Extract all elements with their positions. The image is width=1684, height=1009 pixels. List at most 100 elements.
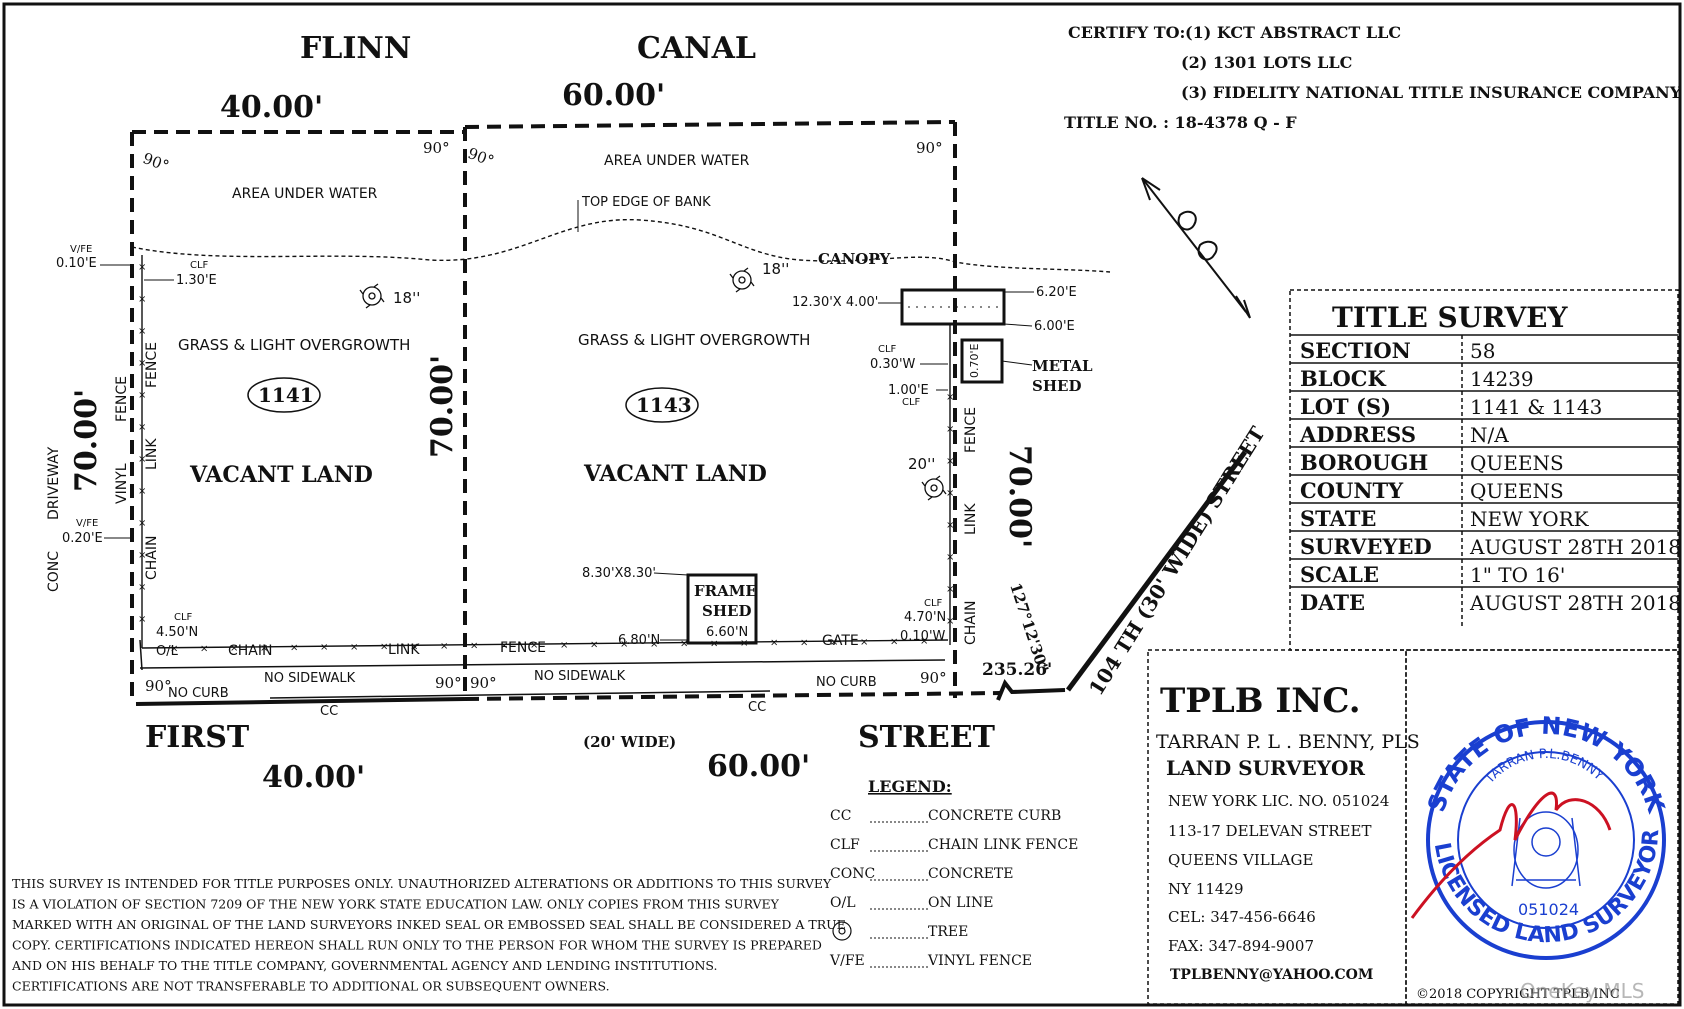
fence-mark: × bbox=[530, 640, 538, 651]
fence-mark: × bbox=[138, 614, 146, 625]
on-line-label: O/L bbox=[156, 644, 179, 659]
site-features: TOP EDGE OF BANK CANOPY 12.30'X 4.00' 6.… bbox=[46, 195, 1093, 719]
fence-mark: × bbox=[800, 637, 808, 648]
title-survey-heading: TITLE SURVEY bbox=[1332, 301, 1569, 334]
fence-mark: × bbox=[200, 643, 208, 654]
clf-030w: 0.30'W bbox=[870, 357, 916, 372]
corner-se-1141: 90° bbox=[435, 674, 462, 692]
no-sidewalk-right: NO SIDEWALK bbox=[534, 669, 626, 684]
fence-mark: × bbox=[470, 641, 478, 652]
canopy-outline bbox=[900, 288, 1006, 326]
fence-mark: × bbox=[380, 642, 388, 653]
watermark: OneKey MLS bbox=[1520, 979, 1644, 1003]
lot-1143-number: 1143 bbox=[636, 393, 692, 417]
fence-fence-label: FENCE bbox=[500, 640, 546, 656]
copyright: ©2018 COPYRIGHT TPLB INC bbox=[1416, 987, 1620, 1002]
legend-title: LEGEND: bbox=[868, 777, 952, 796]
corner-sw-1143: 90° bbox=[470, 674, 497, 692]
frame-shed-size: 8.30'X8.30' bbox=[582, 566, 656, 581]
corner-angles: 90° 90° 90° 90° 90° 90° 90° 90° bbox=[140, 139, 946, 695]
corner-nw-1143: 90° bbox=[465, 144, 496, 170]
firm-address-3: NY 11429 bbox=[1168, 880, 1244, 898]
disclaimer-line: CERTIFICATIONS ARE NOT TRANSFERABLE TO A… bbox=[12, 979, 610, 994]
fence-mark: × bbox=[138, 486, 146, 497]
certify-line-2: (2) 1301 LOTS LLC bbox=[1181, 53, 1352, 72]
fence-mark: × bbox=[260, 643, 268, 654]
top-bank-label: TOP EDGE OF BANK bbox=[581, 195, 711, 210]
fence-mark: × bbox=[138, 422, 146, 433]
fence-mark: × bbox=[410, 641, 418, 652]
canopy-e1: 6.20'E bbox=[1036, 285, 1077, 300]
firm-email: TPLBENNY@YAHOO.COM bbox=[1170, 967, 1373, 983]
firm-fax: FAX: 347-894-9007 bbox=[1168, 937, 1314, 955]
vfe-top-label: V/FE bbox=[70, 244, 92, 255]
certify-block: CERTIFY TO: (1) KCT ABSTRACT LLC (2) 130… bbox=[1064, 23, 1682, 132]
dim-distance: 235.26' bbox=[982, 660, 1052, 680]
ts-key: DATE bbox=[1300, 590, 1365, 615]
canopy-e2: 6.00'E bbox=[1034, 319, 1075, 334]
fence-mark: × bbox=[890, 637, 898, 648]
cc-left: CC bbox=[320, 704, 338, 719]
fence-mark: × bbox=[138, 294, 146, 305]
seal-emblem-icon bbox=[1511, 811, 1581, 889]
corner-nw-1141: 90° bbox=[140, 149, 171, 175]
fence-mark: × bbox=[138, 390, 146, 401]
signature-mark bbox=[1410, 791, 1612, 919]
disclaimer-line: THIS SURVEY IS INTENDED FOR TITLE PURPOS… bbox=[12, 876, 832, 891]
fence-mark: × bbox=[946, 424, 954, 435]
vfe-top-value: 0.10'E bbox=[56, 256, 97, 271]
dim-right: 70.00' bbox=[1002, 445, 1037, 548]
link-label-left: LINK bbox=[144, 438, 160, 470]
conc-label: CONC bbox=[46, 551, 62, 592]
firm-cel: CEL: 347-456-6646 bbox=[1168, 908, 1316, 926]
firm-address-1: 113-17 DELEVAN STREET bbox=[1168, 822, 1371, 840]
ts-value: NEW YORK bbox=[1470, 507, 1590, 531]
ts-key: BOROUGH bbox=[1300, 450, 1428, 475]
vfe-mid-label: V/FE bbox=[76, 518, 98, 529]
firm-surveyor: TARRAN P. L . BENNY, PLS bbox=[1156, 731, 1420, 753]
street-104th: 104 TH (30' WIDE) STREET bbox=[1084, 422, 1270, 699]
fence-mark: × bbox=[650, 639, 658, 650]
fence-mark: × bbox=[560, 640, 568, 651]
legend-key: O/L bbox=[830, 895, 856, 911]
firm-role: LAND SURVEYOR bbox=[1166, 756, 1365, 780]
fence-mark: × bbox=[290, 643, 298, 654]
no-sidewalk-left: NO SIDEWALK bbox=[264, 671, 356, 686]
ts-key: COUNTY bbox=[1300, 478, 1404, 503]
ts-key: SURVEYED bbox=[1300, 534, 1432, 559]
gate-label: GATE bbox=[822, 633, 859, 649]
title-number: TITLE NO. : 18-4378 Q - F bbox=[1064, 113, 1297, 132]
lot-1141-number-oval bbox=[247, 377, 321, 413]
dim-top-left: 40.00' bbox=[220, 90, 323, 125]
canopy-size: 12.30'X 4.00' bbox=[792, 295, 878, 310]
corner-ne-1143: 90° bbox=[916, 139, 943, 157]
ts-key: STATE bbox=[1300, 506, 1376, 531]
link-label-right: LINK bbox=[963, 503, 979, 535]
certify-line-3: (3) FIDELITY NATIONAL TITLE INSURANCE CO… bbox=[1181, 83, 1682, 102]
legend-value: TREE bbox=[928, 924, 968, 940]
fence-mark: × bbox=[946, 584, 954, 595]
legend-value: CONCRETE bbox=[928, 866, 1013, 882]
ts-key: SECTION bbox=[1300, 338, 1411, 363]
clf-450n: 4.50'N bbox=[156, 625, 198, 640]
dim-bottom-right: 60.00' bbox=[707, 749, 810, 784]
fence-mark: × bbox=[620, 639, 628, 650]
lot-1141-number: 1141 bbox=[258, 383, 314, 407]
fence-mark: × bbox=[946, 392, 954, 403]
fence-mark: × bbox=[138, 518, 146, 529]
legend-key: CLF bbox=[830, 837, 860, 853]
fence-mark: × bbox=[320, 642, 328, 653]
fence-mark: × bbox=[860, 637, 868, 648]
dim-bottom-left: 40.00' bbox=[262, 760, 365, 795]
clf-010w: 0.10'W bbox=[900, 629, 946, 644]
metal-shed-dim: 0.70'E bbox=[968, 343, 981, 378]
clf-label-a: CLF bbox=[878, 344, 897, 355]
fence-mark: × bbox=[680, 639, 688, 650]
tree-20: 20'' bbox=[908, 455, 935, 473]
firm-address-2: QUEENS VILLAGE bbox=[1168, 851, 1313, 869]
ts-value: N/A bbox=[1470, 423, 1509, 447]
legend-value: CHAIN LINK FENCE bbox=[928, 837, 1078, 853]
clf-470n: 4.70'N bbox=[904, 610, 946, 625]
